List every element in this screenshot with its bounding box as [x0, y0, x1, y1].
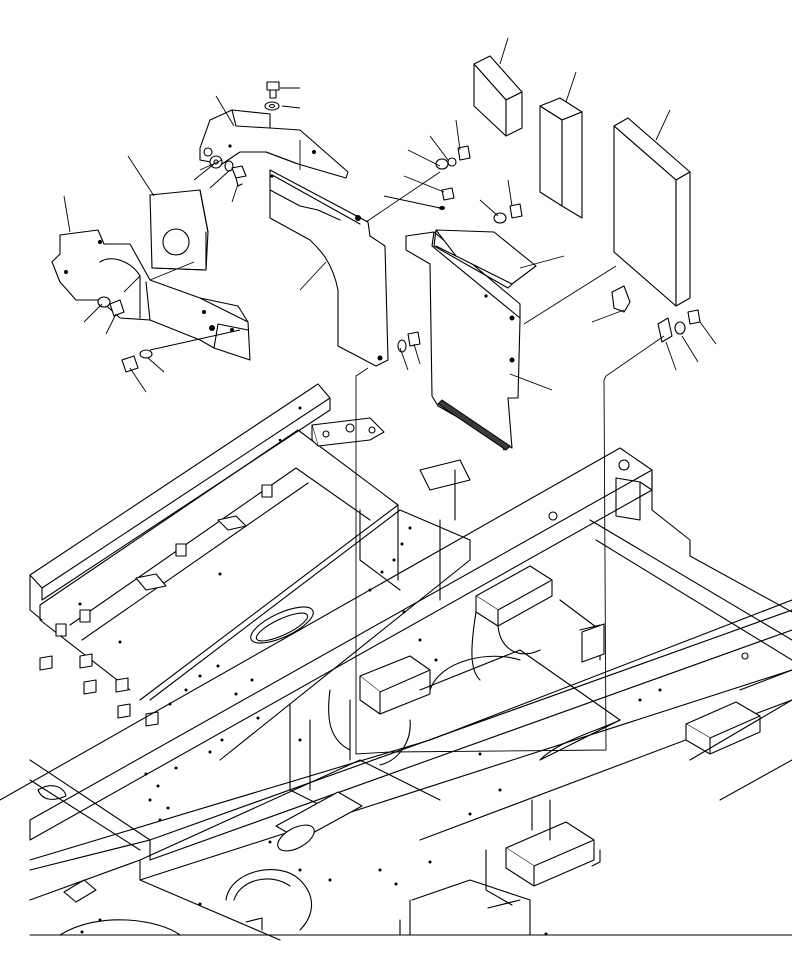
assembly-lines [150, 140, 664, 754]
upper-mounting-bracket [200, 110, 348, 178]
fastener-bolt-upper-bracket [232, 166, 246, 186]
fastener-washer-left-plate-2 [140, 350, 152, 358]
right-cover-panel [406, 232, 520, 450]
small-top-block [474, 56, 522, 136]
frame-holes [78, 406, 662, 936]
fastener-pair-center-low [398, 332, 420, 352]
left-bracket-plate [52, 230, 250, 360]
fastener-washer-center-2 [439, 206, 445, 210]
fastener-bolt-center-1 [448, 146, 470, 166]
fastener-bolt-center-2 [442, 188, 454, 200]
clip-bracket [612, 286, 672, 342]
large-rubber-pad [614, 118, 690, 306]
fastener-bolt-right [688, 310, 700, 324]
fastener-bolt-left-plate-2 [122, 356, 138, 372]
callout-leaders [64, 38, 716, 392]
fastener-bolt-wedge [510, 204, 522, 218]
revolving-frame [0, 384, 792, 940]
fastener-bolt-left-plate-1 [110, 300, 124, 316]
wedge-bar [434, 230, 536, 288]
square-spacer-pad [150, 190, 208, 270]
center-cover-panel [270, 170, 388, 366]
fastener-washer-center-1 [436, 159, 448, 169]
tall-narrow-block [540, 98, 582, 218]
fastener-washer-left-plate-1 [98, 297, 110, 307]
fastener-bolt-top-1 [267, 82, 279, 98]
fastener-washer-top-1 [265, 102, 279, 110]
fastener-washer-right [675, 322, 685, 334]
